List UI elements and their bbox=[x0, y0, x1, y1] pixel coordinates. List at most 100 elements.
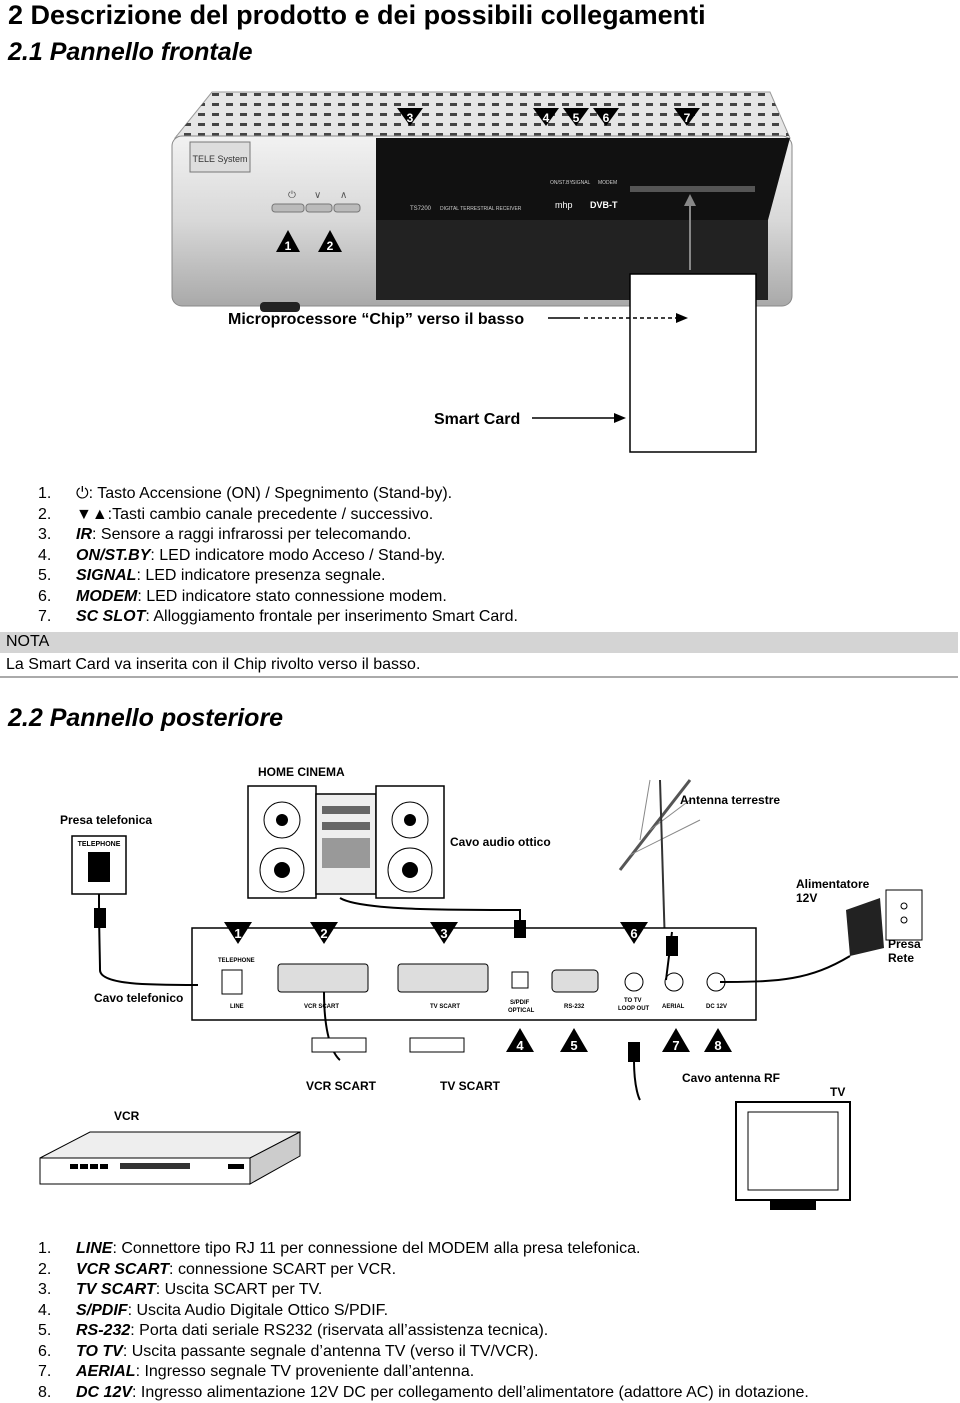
svg-text:7: 7 bbox=[672, 1038, 679, 1053]
vcr-scart-port bbox=[278, 964, 368, 992]
alimentatore-label: Alimentatore bbox=[796, 877, 870, 891]
svg-text:TO TV: TO TV bbox=[624, 998, 642, 1004]
note-text: La Smart Card va inserita con il Chip ri… bbox=[6, 656, 420, 674]
model-desc-label: DIGITAL TERRESTRIAL RECEIVER bbox=[440, 206, 522, 212]
spdif-port bbox=[512, 972, 528, 988]
rear-callout-5: 5 bbox=[560, 1028, 588, 1053]
channel-up-button[interactable] bbox=[334, 204, 360, 212]
list-item: 2.▼▲:Tasti cambio canale precedente / su… bbox=[38, 505, 518, 526]
front-panel-figure: TELE System ⏻ ∨ ∧ ON/ST.BY SIGNAL MODEM … bbox=[0, 80, 960, 470]
list-item: 6.TO TV: Uscita passante segnale d’anten… bbox=[38, 1342, 809, 1363]
svg-text:6: 6 bbox=[630, 926, 637, 941]
power-symbol-label: ⏻ bbox=[288, 190, 296, 201]
tv-label: TV bbox=[830, 1085, 845, 1099]
svg-text:S/PDIF: S/PDIF bbox=[510, 1000, 530, 1006]
svg-text:OPTICAL: OPTICAL bbox=[508, 1008, 535, 1014]
smart-card-label: Smart Card bbox=[434, 411, 520, 428]
svg-text:1: 1 bbox=[234, 926, 241, 941]
svg-text:RS-232: RS-232 bbox=[564, 1004, 585, 1010]
aerial-port bbox=[665, 973, 683, 991]
svg-text:LINE: LINE bbox=[91, 887, 107, 894]
note-box: NOTA La Smart Card va inserita con il Ch… bbox=[0, 632, 958, 676]
svg-text:VCR SCART: VCR SCART bbox=[304, 1004, 339, 1010]
down-symbol-label: ∨ bbox=[314, 190, 321, 201]
chip-label: Microprocessore “Chip” verso il basso bbox=[228, 311, 524, 328]
svg-text:5: 5 bbox=[573, 111, 580, 125]
up-symbol-label: ∧ bbox=[340, 190, 347, 201]
svg-text:TELEPHONE: TELEPHONE bbox=[218, 958, 255, 964]
cavo-antenna-label: Cavo antenna RF bbox=[682, 1071, 780, 1085]
list-item: 3.TV SCART: Uscita SCART per TV. bbox=[38, 1280, 809, 1301]
power-icon: ⏻ bbox=[76, 485, 89, 502]
rear-callout-4: 4 bbox=[506, 1028, 534, 1053]
channel-down-button[interactable] bbox=[306, 204, 332, 212]
note-label: NOTA bbox=[6, 633, 49, 651]
note-header-bar bbox=[0, 632, 958, 653]
list-item: 1.⏻: Tasto Accensione (ON) / Spegnimento… bbox=[38, 484, 518, 505]
presa-rete-label-2: Rete bbox=[888, 951, 914, 965]
vcr-label: VCR bbox=[114, 1109, 140, 1123]
vcr-illustration bbox=[40, 1132, 300, 1184]
front-panel-title: 2.1 Pannello frontale bbox=[8, 38, 253, 67]
to-tv-port bbox=[625, 973, 643, 991]
svg-text:2: 2 bbox=[320, 926, 327, 941]
svg-text:AERIAL: AERIAL bbox=[662, 1004, 685, 1010]
list-item: 5.SIGNAL: LED indicatore presenza segnal… bbox=[38, 566, 518, 587]
list-item: 1.LINE: Connettore tipo RJ 11 per connes… bbox=[38, 1239, 809, 1260]
list-item: 7.SC SLOT: Alloggiamento frontale per in… bbox=[38, 607, 518, 628]
dvbt-logo: DVB-T bbox=[590, 200, 618, 210]
list-item: 4.ON/ST.BY: LED indicatore modo Acceso /… bbox=[38, 546, 518, 567]
svg-text:5: 5 bbox=[570, 1038, 577, 1053]
svg-text:DC 12V: DC 12V bbox=[706, 1004, 727, 1010]
antenna-label: Antenna terrestre bbox=[680, 793, 780, 807]
led-label-modem: MODEM bbox=[598, 180, 617, 186]
led-label-onstby: ON/ST.BY bbox=[550, 180, 573, 186]
brand-logo: TELE System bbox=[192, 154, 247, 164]
line-port bbox=[222, 970, 242, 994]
list-item: 3.IR: Sensore a raggi infrarossi per tel… bbox=[38, 525, 518, 546]
list-item: 4.S/PDIF: Uscita Audio Digitale Ottico S… bbox=[38, 1301, 809, 1322]
smart-card-slot bbox=[630, 186, 755, 192]
list-item: 7.AERIAL: Ingresso segnale TV provenient… bbox=[38, 1362, 809, 1383]
wall-socket bbox=[886, 890, 922, 940]
tv-scart-port bbox=[398, 964, 488, 992]
vcr-scart-label: VCR SCART bbox=[306, 1079, 377, 1093]
svg-text:TELEPHONE: TELEPHONE bbox=[78, 841, 121, 848]
model-label: TS7200 bbox=[410, 206, 432, 212]
cavo-audio-label: Cavo audio ottico bbox=[450, 835, 551, 849]
cavo-telefonico-label: Cavo telefonico bbox=[94, 991, 183, 1005]
rear-panel-list: 1.LINE: Connettore tipo RJ 11 per connes… bbox=[38, 1239, 809, 1403]
svg-text:3: 3 bbox=[407, 111, 414, 125]
svg-text:1: 1 bbox=[285, 239, 292, 253]
list-item: 8.DC 12V: Ingresso alimentazione 12V DC … bbox=[38, 1383, 809, 1403]
list-item: 6.MODEM: LED indicatore stato connession… bbox=[38, 587, 518, 608]
svg-text:4: 4 bbox=[516, 1038, 524, 1053]
rear-callout-7: 7 bbox=[662, 1028, 690, 1053]
svg-text:TV SCART: TV SCART bbox=[430, 1004, 460, 1010]
home-cinema-illustration bbox=[248, 786, 444, 898]
rs232-port bbox=[552, 970, 598, 992]
rear-panel-title: 2.2 Pannello posteriore bbox=[8, 704, 283, 733]
home-cinema-label: HOME CINEMA bbox=[258, 765, 345, 779]
smart-card-outline bbox=[630, 274, 756, 452]
arrows-icon: ▼▲ bbox=[76, 506, 108, 523]
svg-text:3: 3 bbox=[440, 926, 447, 941]
presa-telefonica-label: Presa telefonica bbox=[60, 813, 152, 827]
svg-text:LOOP OUT: LOOP OUT bbox=[618, 1006, 650, 1012]
tv-scart-label: TV SCART bbox=[440, 1079, 501, 1093]
front-panel-list: 1.⏻: Tasto Accensione (ON) / Spegnimento… bbox=[38, 484, 518, 628]
phone-cable bbox=[99, 894, 198, 985]
list-item: 5.RS-232: Porta dati seriale RS232 (rise… bbox=[38, 1321, 809, 1342]
smart-card-arrow bbox=[614, 413, 626, 423]
mhp-logo: mhp bbox=[555, 200, 573, 210]
rear-callout-8: 8 bbox=[704, 1028, 732, 1053]
optical-cable bbox=[340, 898, 520, 932]
led-label-signal: SIGNAL bbox=[572, 180, 591, 186]
svg-text:6: 6 bbox=[603, 111, 610, 125]
svg-text:LINE: LINE bbox=[230, 1004, 244, 1010]
svg-text:4: 4 bbox=[543, 111, 550, 125]
rear-panel-figure: HOME CINEMA Presa telefonica TELEPHONE L… bbox=[0, 760, 960, 1230]
power-button[interactable] bbox=[272, 204, 304, 212]
list-item: 2.VCR SCART: connessione SCART per VCR. bbox=[38, 1260, 809, 1281]
alimentatore-v-label: 12V bbox=[796, 891, 817, 905]
